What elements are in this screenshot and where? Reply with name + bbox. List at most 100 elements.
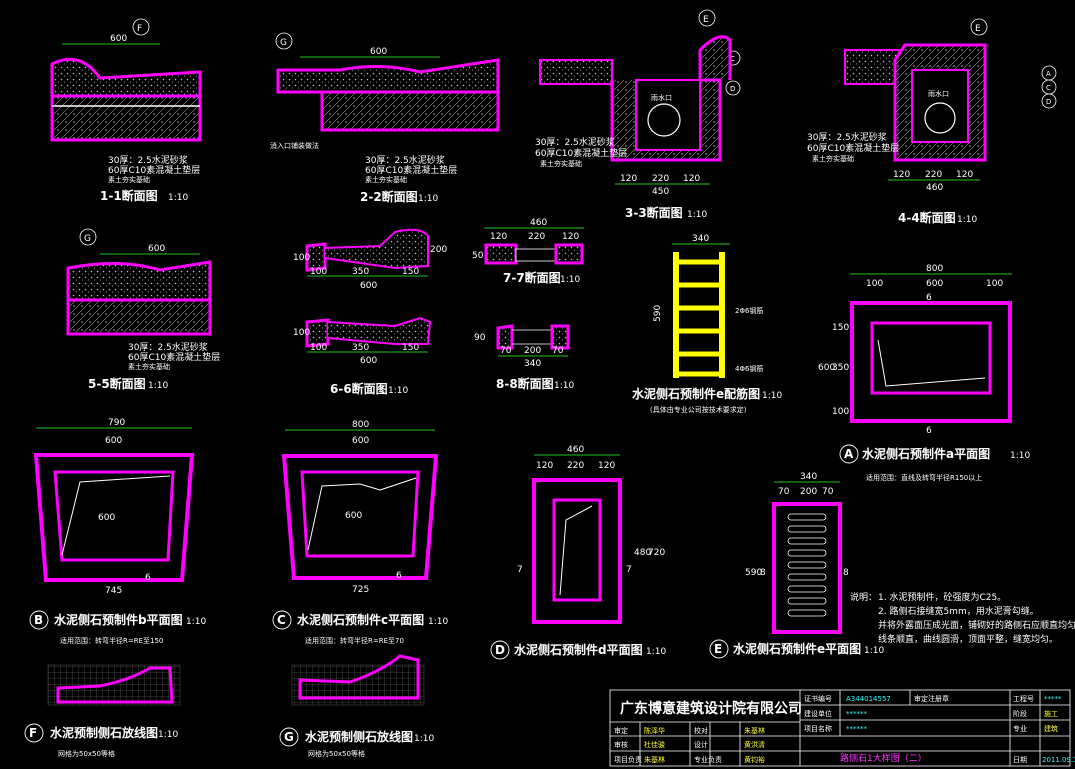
item-label: 项目名称 [804, 724, 832, 733]
stage-label: 阶段 [1013, 709, 1027, 718]
row2-c: 设计 [694, 740, 708, 749]
s11-layer-3: 素土夯实基础 [108, 175, 150, 184]
plan-e-dim-3: 70 [822, 487, 834, 497]
notes-item-1: 1. 水泥预制件，砼强度为C25。 [878, 591, 1006, 603]
plan-c-side: 600 [345, 511, 362, 521]
s33-label: 雨水口 [651, 93, 672, 102]
s44-ref-d: D [1046, 98, 1051, 106]
s88-dim-2: 200 [524, 346, 541, 356]
s11-dim-top: 600 [110, 34, 127, 44]
row1-a: 审定 [614, 726, 628, 735]
notes: 说明： 1. 水泥预制件，砼强度为C25。 2. 路侧石接缝宽5mm，用水泥膏勾… [850, 591, 1075, 645]
s33-scale: 1:10 [687, 210, 707, 220]
plan-f-letter: F [29, 726, 37, 740]
build-label: 建设单位 [804, 709, 832, 718]
plan-a-letter: A [844, 447, 854, 461]
s11-scale: 1:10 [168, 193, 188, 203]
date-label: 日期 [1013, 756, 1027, 764]
s22-layer-1: 30厚：2.5水泥砂浆 [365, 154, 445, 166]
plan-g-scale: 1:10 [414, 734, 434, 744]
plan-a-cut-bottom: 6 [926, 426, 932, 436]
s77-scale: 1:10 [560, 275, 580, 285]
major-label: 专业 [1013, 724, 1027, 733]
project-no: ***** [1044, 695, 1062, 703]
plan-a-title: 水泥侧石预制件a平面图 [862, 446, 990, 461]
s44-ref-a: A [1046, 70, 1051, 78]
plan-b-cut: 6 [145, 573, 151, 583]
s22-note: 消入口铺装做法 [270, 141, 319, 150]
plan-d-side-1: 480 [634, 548, 651, 558]
s66-side: 100 [293, 253, 310, 263]
plan-b-dim-mid: 600 [105, 436, 122, 446]
plan-c-dim-mid: 600 [352, 436, 369, 446]
s11-title: 1-1断面图 [100, 188, 158, 203]
plan-f-note: 网格为50x50等格 [58, 749, 115, 758]
plan-c-letter: C [277, 613, 286, 627]
plan-a-scale: 1:10 [1010, 451, 1030, 461]
s11-layer-2: 60厚C10素混凝土垫层 [108, 164, 200, 176]
section-3-3: E C D 雨水口 30厚：2.5水泥砂浆 60厚C10素混凝土垫层 素土夯实基… [535, 9, 741, 220]
s44-label: 雨水口 [928, 89, 949, 98]
plan-a-side-1: 150 [832, 323, 849, 333]
plan-e-cut-left: 8 [760, 568, 766, 578]
plan-f: F 水泥预制侧石放线图 1:10 网格为50x50等格 [24, 664, 181, 758]
s77-dim-2: 220 [528, 232, 545, 242]
plan-d-cut-right: 7 [626, 565, 632, 575]
s11-ref: F [137, 24, 142, 34]
row3-b: 朱基林 [644, 755, 665, 764]
s55-ref: G [84, 234, 91, 244]
section-8-8: 90 70 200 70 340 8-8断面图 1:10 [474, 324, 574, 391]
plan-a-side-total: 600 [818, 363, 835, 373]
plan-d-side-2: 720 [648, 548, 665, 558]
s88-title: 8-8断面图 [496, 376, 554, 391]
plan-a-cut-top: 6 [926, 293, 932, 303]
row3-c: 专业负责 [694, 755, 722, 764]
rebar-sub: (具体由专业公司按技术要求定) [650, 405, 747, 414]
s66-lower-side: 100 [293, 328, 310, 338]
plan-e-title: 水泥侧石预制件e平面图 [733, 641, 861, 656]
plan-e: 340 70 200 70 8 8 590 E 水泥侧石预制件e平面图 1:10 [709, 472, 884, 659]
s33-dim-1: 120 [620, 174, 637, 184]
plan-g-letter: G [284, 730, 294, 744]
section-7-7: 460 120 220 120 50 7-7断面图 1:10 [472, 218, 584, 285]
s66-dim-total: 600 [360, 281, 377, 291]
s11-layer-1: 30厚：2.5水泥砂浆 [108, 154, 188, 166]
plan-c-scale: 1:10 [428, 617, 448, 627]
rebar-diagram: 340 590 2Φ6钢筋 4Φ6钢筋 水泥侧石预制件e配筋图 1:10 (具体… [632, 234, 782, 414]
s33-layer-2: 60厚C10素混凝土垫层 [535, 147, 627, 159]
s33-dim-2: 220 [652, 174, 669, 184]
plan-c-dim-top: 800 [352, 420, 369, 430]
plan-a: 800 100 600 100 6 150 350 100 600 6 A 水泥… [818, 264, 1030, 482]
s66-side2: 200 [430, 245, 447, 255]
s66-scale: 1:10 [388, 386, 408, 396]
plan-e-letter: E [714, 642, 722, 656]
rebar-dim-side: 590 [653, 305, 663, 322]
s66-title: 6-6断面图 [330, 381, 388, 396]
plan-g-title: 水泥预制侧石放线图 [305, 729, 413, 744]
s66-lower-dim-3: 150 [402, 343, 419, 353]
plan-b-letter: B [34, 613, 43, 627]
company-name: 广东博意建筑设计院有限公司 [620, 700, 802, 717]
plan-d-scale: 1:10 [646, 647, 666, 657]
s44-layer-3: 素土夯实基础 [812, 154, 854, 163]
s77-dim-1: 120 [490, 232, 507, 242]
plan-a-dim-2: 600 [926, 279, 943, 289]
plan-a-dim-top: 800 [926, 264, 943, 274]
plan-c-cut: 6 [396, 571, 402, 581]
plan-c-dim-bot: 725 [352, 585, 369, 595]
section-1-1: 600 F 30厚：2.5水泥砂浆 60厚C10素混凝土垫层 素土夯实基础 1-… [50, 18, 202, 203]
plan-a-badge [839, 444, 859, 464]
s22-dim-top: 600 [370, 47, 387, 57]
plan-d-cut-left: 7 [517, 565, 523, 575]
cert-label: 证书编号 [804, 694, 832, 703]
s77-side: 50 [472, 251, 484, 261]
build-value: ****** [846, 710, 868, 718]
s33-ref: E [703, 15, 709, 25]
s66-dim-3: 150 [402, 267, 419, 277]
plan-b-dim-top: 790 [108, 418, 125, 428]
s33-ref-d: D [730, 85, 735, 93]
section-6-6: 100 200 100 350 150 600 100 100 350 150 … [293, 228, 447, 396]
s22-scale: 1:10 [418, 194, 438, 204]
row2-d: 黄洪清 [744, 740, 765, 749]
